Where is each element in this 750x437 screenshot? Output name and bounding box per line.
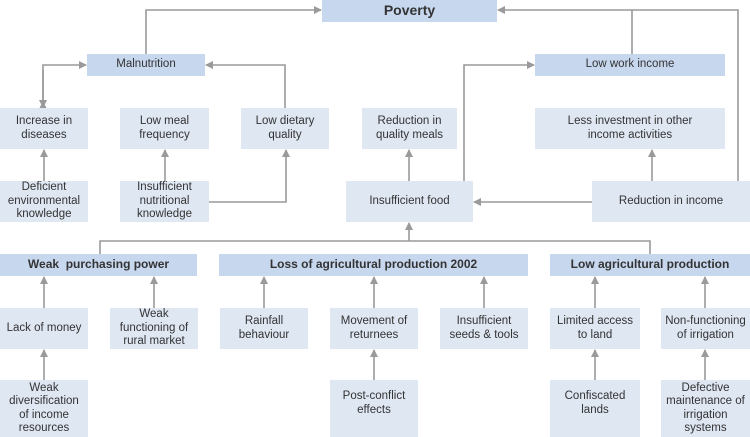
- node-low-work-income: Low work income: [535, 54, 725, 76]
- arrow-dietary-malnutrition: [205, 61, 286, 108]
- node-weak-purchasing-power: Weak purchasing power: [0, 254, 197, 276]
- node-lack-of-money: Lack of money: [0, 308, 88, 349]
- node-insufficient-seeds: Insufficient seeds & tools: [440, 308, 528, 349]
- node-malnutrition: Malnutrition: [87, 54, 205, 76]
- node-confiscated-lands: Confiscated lands: [550, 380, 640, 437]
- node-reduction-quality-meals: Reduction in quality meals: [362, 108, 457, 149]
- node-low-agri-production: Low agricultural production: [550, 254, 750, 276]
- node-rainfall: Rainfall behaviour: [220, 308, 308, 349]
- node-less-investment: Less investment in other income activiti…: [535, 108, 725, 149]
- node-reduction-income: Reduction in income: [592, 181, 750, 222]
- node-defective-maintenance: Defective maintenance of irrigation syst…: [661, 380, 750, 437]
- arrow-food-work-income: [463, 61, 535, 181]
- node-post-conflict: Post-conflict effects: [330, 380, 418, 437]
- arrow-nutr-dietary: [209, 149, 290, 203]
- node-low-meal-frequency: Low meal frequency: [120, 108, 209, 149]
- arrow-to-malnutrition: [39, 61, 87, 109]
- node-poverty: Poverty: [322, 0, 497, 22]
- node-low-dietary-quality: Low dietary quality: [241, 108, 329, 149]
- bracket-line: [99, 240, 651, 254]
- arrow-income-poverty: [497, 6, 739, 181]
- node-limited-land: Limited access to land: [550, 308, 640, 349]
- node-weak-rural-market: Weak functioning of rural market: [110, 308, 198, 349]
- arrow-malnutrition-poverty: [145, 6, 322, 54]
- node-deficient-env-knowledge: Deficient environmental knowledge: [0, 181, 88, 222]
- node-insufficient-nutr-knowledge: Insufficient nutritional knowledge: [120, 181, 209, 222]
- node-movement-returnees: Movement of returnees: [330, 308, 418, 349]
- node-loss-agri-2002: Loss of agricultural production 2002: [219, 254, 528, 276]
- node-increase-diseases: Increase in diseases: [0, 108, 88, 149]
- node-insufficient-food: Insufficient food: [346, 181, 473, 222]
- node-non-functioning-irrigation: Non-functioning of irrigation: [661, 308, 750, 349]
- node-weak-diversification: Weak diversification of income resources: [0, 380, 88, 437]
